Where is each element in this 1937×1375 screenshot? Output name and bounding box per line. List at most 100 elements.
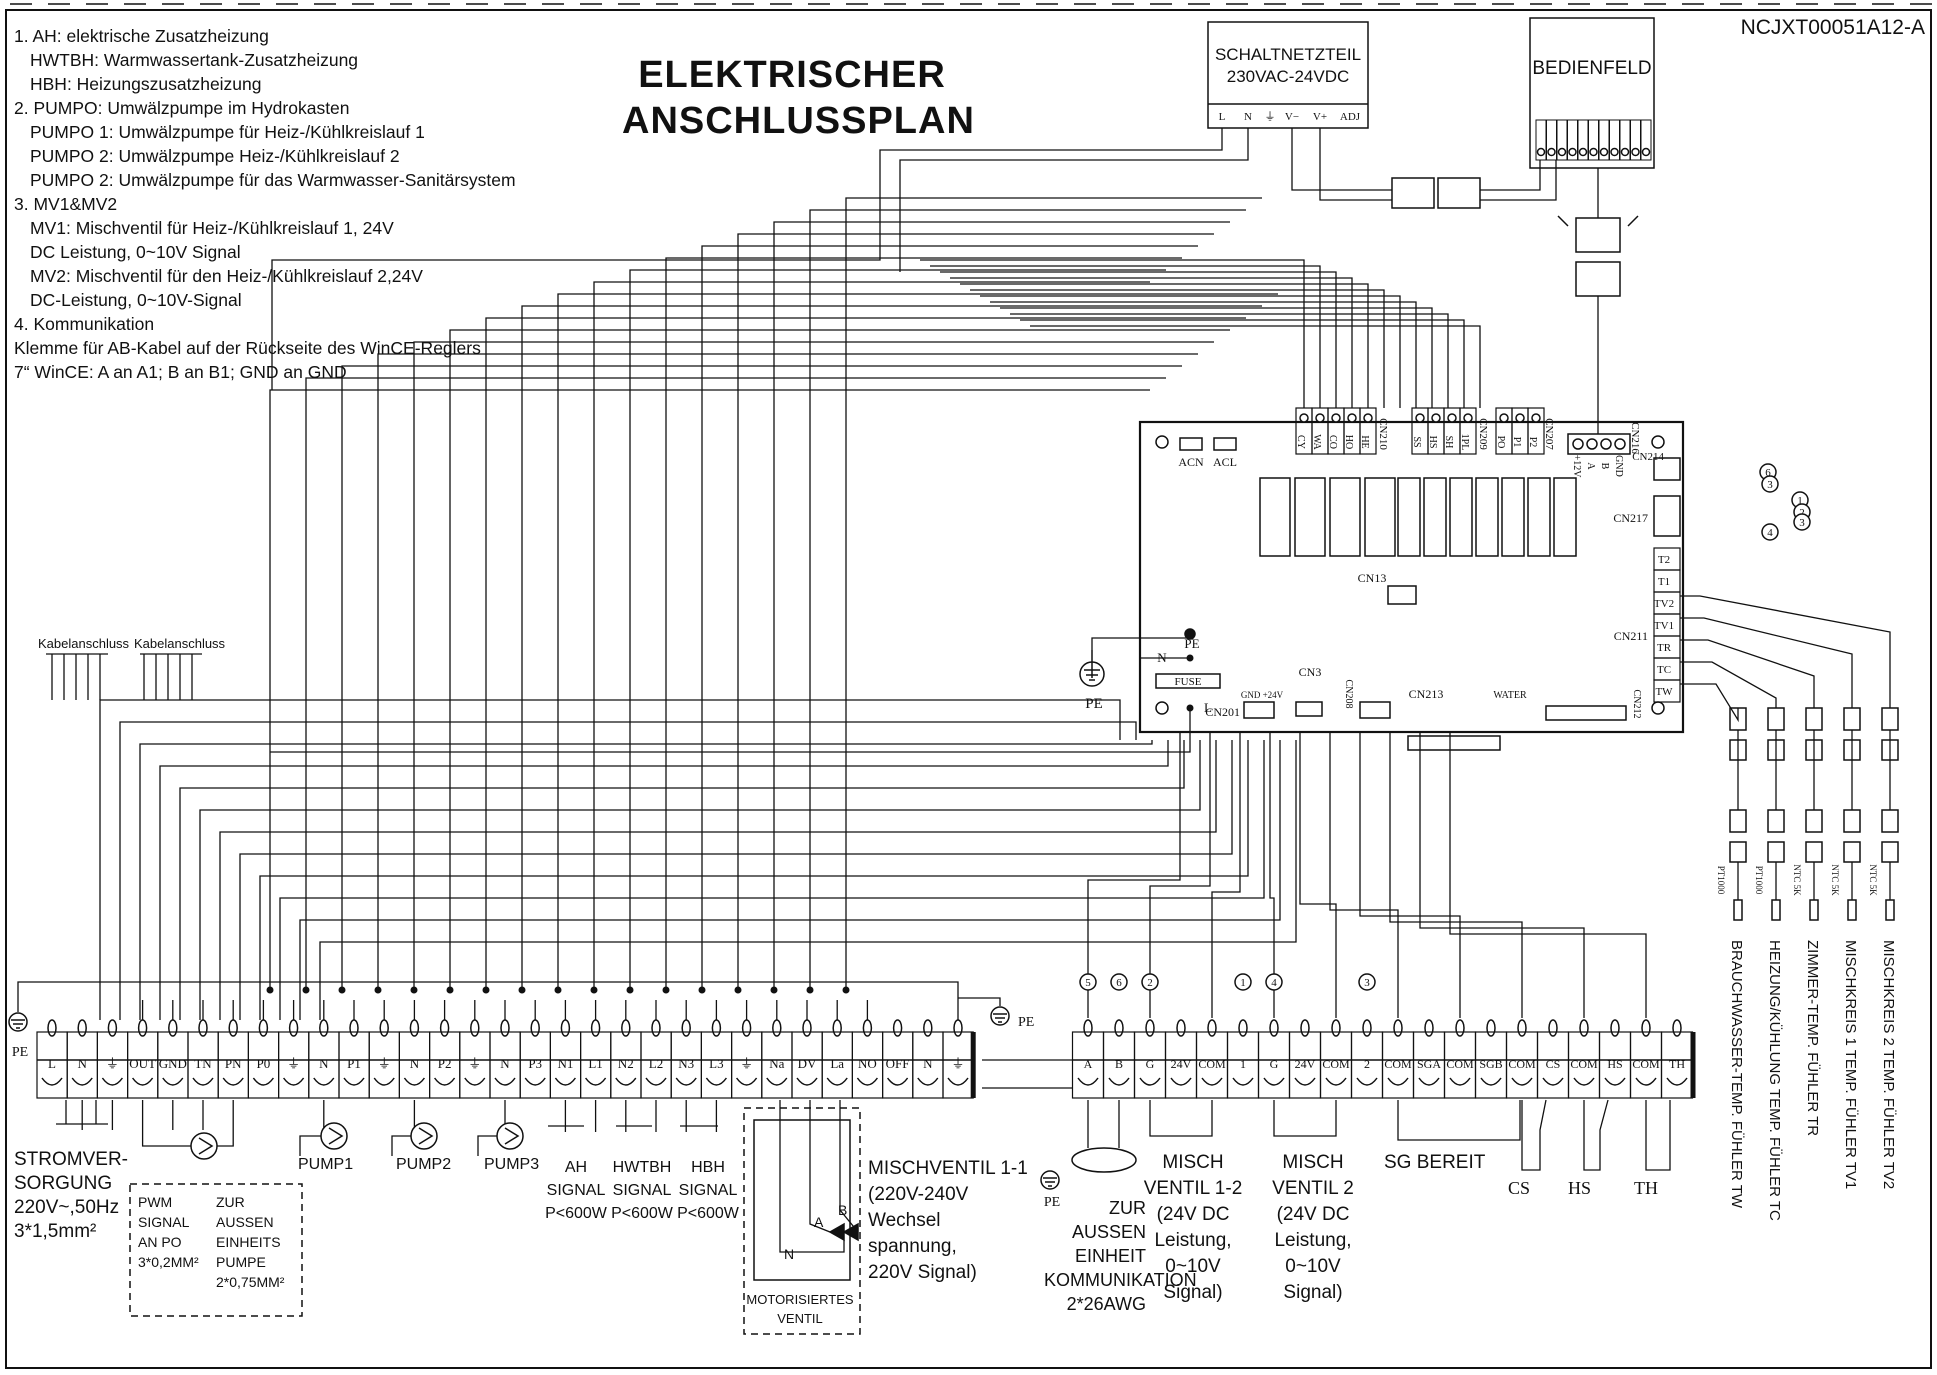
label-line: VENTIL 2	[1272, 1178, 1354, 1199]
right-terminal-label: COM	[1508, 1057, 1536, 1071]
left-terminal-clamp	[705, 1077, 728, 1086]
terminal-number: 6	[1765, 467, 1771, 479]
cn210-screw	[1299, 413, 1309, 423]
panel-screw	[1547, 147, 1556, 157]
sensor-plug	[1843, 809, 1861, 833]
left-terminal-screw	[439, 1019, 450, 1037]
label-line: SORGUNG	[14, 1173, 113, 1194]
right-terminal-label: A	[1084, 1057, 1093, 1071]
junction-dot	[590, 986, 598, 994]
right-terminal-screw	[1300, 1019, 1310, 1037]
junction-dot	[338, 986, 346, 994]
left-terminal-screw	[741, 1019, 752, 1037]
left-terminal-label: P1	[347, 1056, 361, 1071]
cn210-pin-label: HE	[1359, 435, 1370, 448]
label-line: 220V Signal)	[868, 1262, 977, 1283]
right-terminal-clamp	[1356, 1077, 1378, 1086]
right-terminal-screw	[1238, 1019, 1248, 1037]
bus-wire	[99, 699, 1121, 1020]
pump1-symbol	[320, 1122, 348, 1150]
pe-bus	[17, 981, 959, 1020]
board-out-wire	[1087, 732, 1181, 1018]
junction-dot	[770, 986, 778, 994]
psu-label: SCHALTNETZTEIL 230VAC-24VDC	[1208, 44, 1368, 88]
left-terminal-clamp	[675, 1077, 697, 1086]
right-terminal-clamp	[1108, 1077, 1130, 1086]
label-line: SIGNAL	[678, 1182, 738, 1199]
left-terminal-clamp	[162, 1077, 184, 1086]
left-terminal-clamp	[71, 1077, 93, 1086]
pwm-dashed-box	[129, 1183, 303, 1317]
junction-dot	[446, 986, 454, 994]
cn211-pin-label: TC	[1657, 664, 1671, 676]
mount-hole	[1155, 701, 1169, 715]
left-terminal-label: N	[410, 1056, 420, 1071]
pe-right-label: PE	[1018, 1015, 1034, 1030]
left-terminal-screw	[228, 1019, 238, 1037]
valve-port-b: B	[838, 1202, 848, 1218]
bus-wire	[269, 389, 1150, 990]
panel-screw	[1610, 147, 1619, 157]
sensor-plug	[1805, 841, 1823, 863]
right-terminal-label: 1	[1240, 1057, 1246, 1071]
cn213-connector	[1407, 735, 1501, 751]
pe-bus	[958, 997, 1001, 1006]
junction-dot	[410, 986, 418, 994]
right-terminal-label: COM	[1632, 1057, 1660, 1071]
pe-left-symbol	[8, 1012, 28, 1032]
bus-wire	[279, 740, 1265, 1020]
right-terminal-screw	[1610, 1019, 1620, 1037]
right-terminal-label: COM	[1198, 1057, 1226, 1071]
sensor-plug	[1729, 841, 1747, 863]
board-out-wire	[1211, 732, 1241, 1018]
relay	[1475, 477, 1499, 557]
panel-wire	[1480, 160, 1557, 201]
cn3-connector	[1295, 701, 1323, 717]
right-terminal-label: TH	[1669, 1057, 1685, 1071]
panel-screw	[1578, 147, 1588, 157]
connector-panel-lower-2	[1575, 261, 1621, 297]
label-line: P<600W	[611, 1205, 673, 1222]
left-terminal-screw	[500, 1019, 510, 1037]
bus-wire	[319, 740, 1297, 1020]
cn211-pin-label: T1	[1658, 576, 1670, 588]
cn209-screw	[1415, 413, 1425, 423]
left-terminal-clamp	[856, 1077, 879, 1086]
relay	[1553, 477, 1577, 557]
junction-dot	[842, 986, 850, 994]
motor-valve-box	[753, 1119, 851, 1281]
right-terminal-screw	[1455, 1019, 1465, 1037]
bus-wire	[413, 341, 1214, 990]
junction-dot	[482, 986, 490, 994]
connector-up-wire	[950, 277, 1353, 408]
right-terminal-clamp	[1232, 1077, 1254, 1086]
junction-dot	[266, 986, 274, 994]
left-terminal-screw	[651, 1019, 661, 1037]
left-terminal-label: NO	[858, 1056, 877, 1071]
bus-wire	[845, 197, 1262, 990]
bus-wire	[119, 721, 1137, 1020]
cn209-pin-label: 1PL	[1459, 434, 1470, 451]
left-terminal-clamp	[917, 1077, 939, 1086]
cn212-label: CN212	[1631, 690, 1642, 719]
label-line: MISCH	[1282, 1152, 1344, 1173]
terminal-number: 3	[1767, 479, 1773, 491]
sensor-type-label: NTC 5K	[1830, 864, 1840, 896]
right-terminal-clamp	[1666, 1077, 1688, 1086]
right-terminal-clamp	[1263, 1077, 1285, 1086]
label-line: Signal)	[1283, 1282, 1343, 1303]
left-terminal-label: ⏚	[951, 1056, 964, 1071]
left-terminal-clamp	[131, 1077, 154, 1086]
cn207-screw	[1499, 413, 1509, 423]
left-terminal-screw	[470, 1019, 480, 1037]
left-terminal-label: N2	[618, 1056, 634, 1071]
label-line: HBH	[691, 1159, 725, 1176]
right-terminal-clamp	[1170, 1077, 1192, 1086]
right-terminal-clamp	[1294, 1077, 1316, 1086]
terminal-number-circle	[1761, 475, 1779, 493]
terminal-number: 2	[1799, 507, 1805, 519]
title-line-1: ELEKTRISCHER	[638, 54, 946, 96]
left-terminal-screw	[923, 1019, 933, 1037]
left-terminal-screw	[621, 1019, 631, 1037]
